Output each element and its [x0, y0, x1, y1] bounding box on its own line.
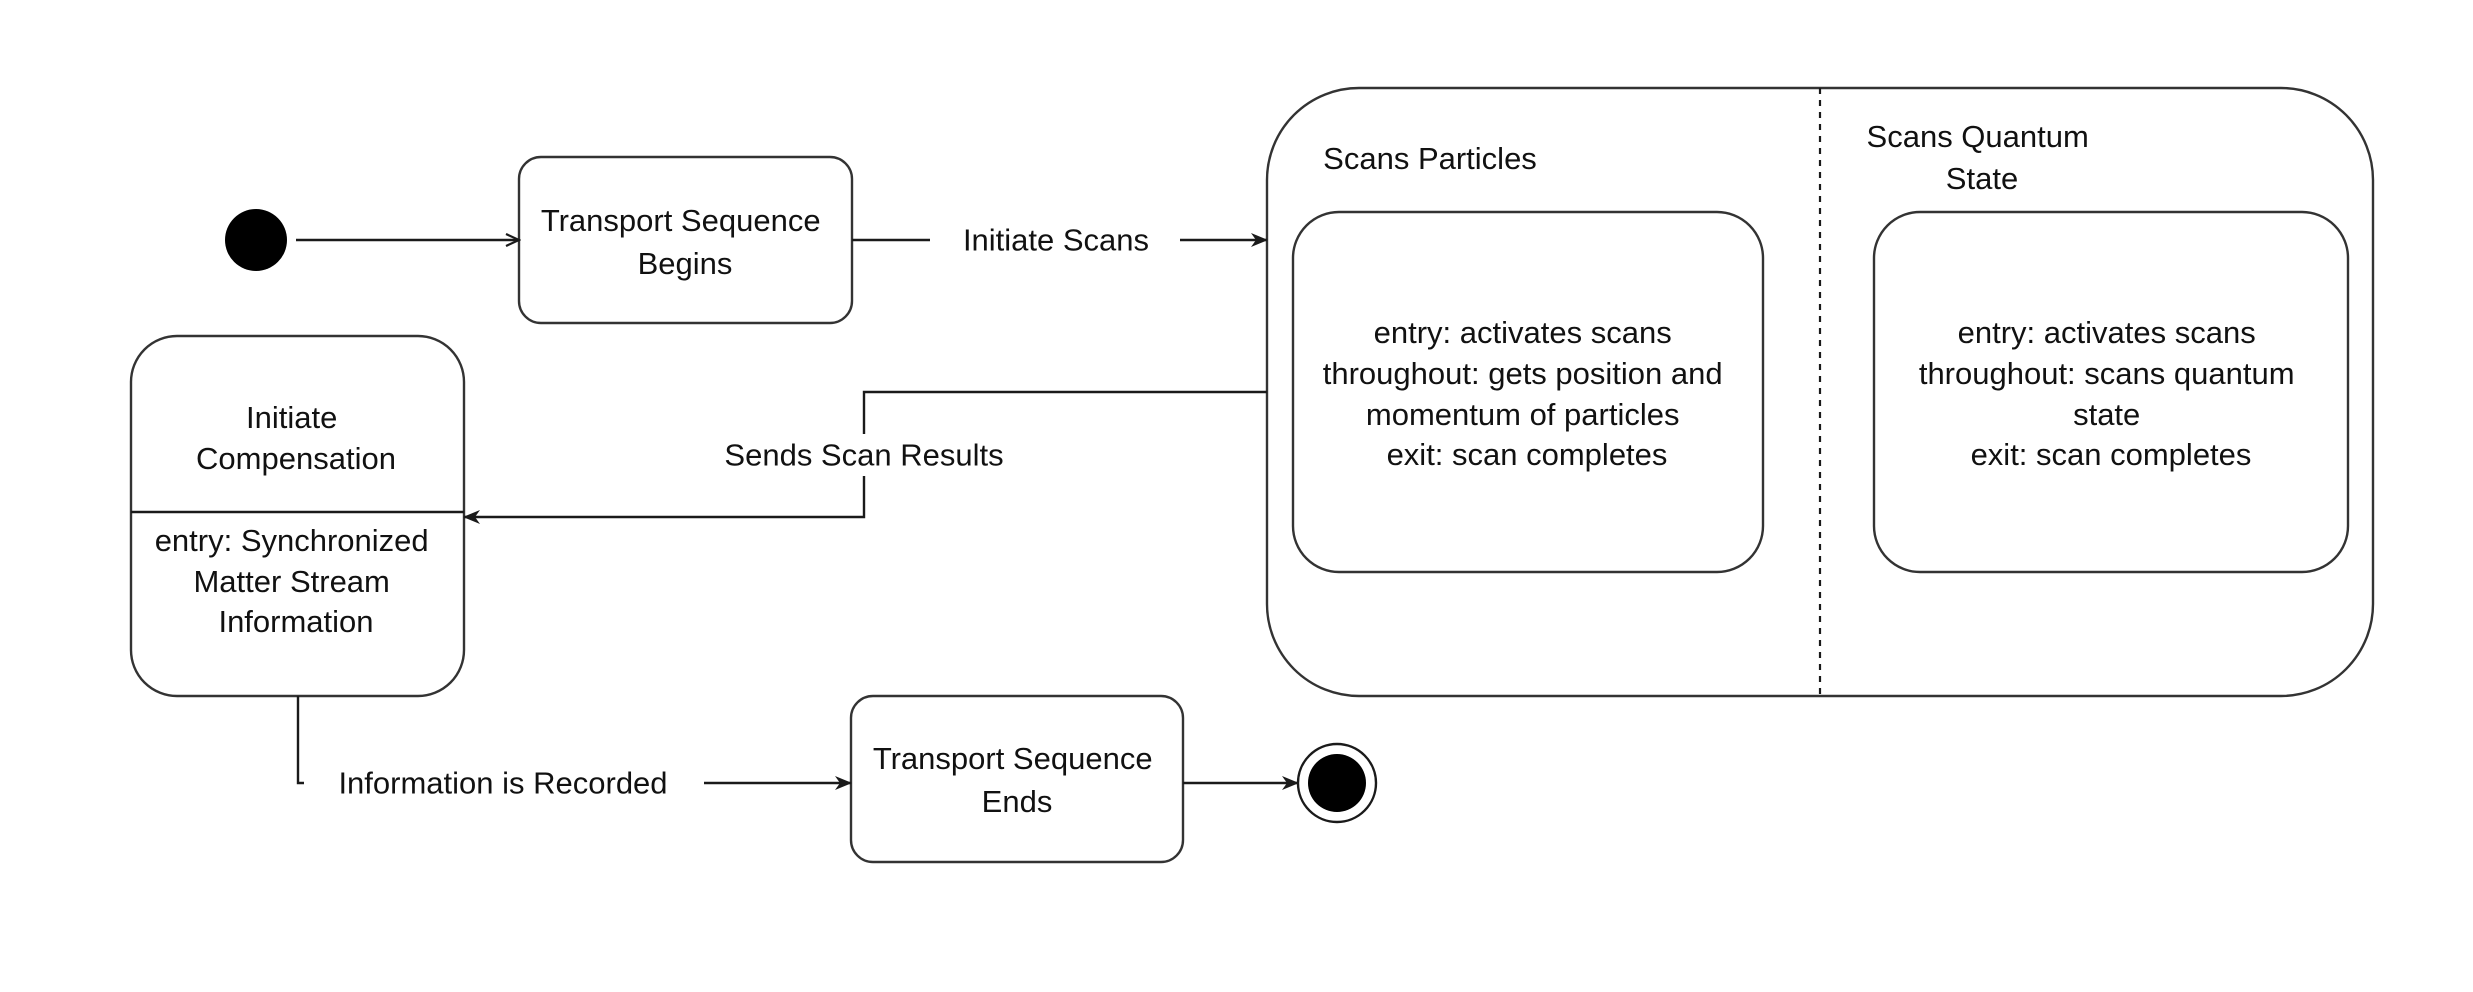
substate-body-scans-particles: entry: activates scans throughout: gets …	[1323, 315, 1731, 472]
final-state-dot	[1308, 754, 1366, 812]
label-bg-information-recorded	[304, 762, 704, 804]
initial-state[interactable]	[225, 209, 287, 271]
transition-label-information-recorded: Information is Recorded	[338, 766, 667, 801]
state-initiate-compensation[interactable]	[129, 334, 466, 698]
label-bg-sends-scan-results	[694, 434, 1034, 476]
state-transport-begins[interactable]	[517, 155, 854, 325]
state-transport-ends[interactable]	[849, 694, 1185, 864]
substate-scans-quantum-state[interactable]	[1872, 210, 2350, 574]
substate-body-scans-quantum-state: entry: activates scans throughout: scans…	[1919, 315, 2303, 472]
transition-label-sends-scan-results: Sends Scan Results	[724, 438, 1003, 473]
state-title-initiate-compensation: Initiate Compensation	[196, 400, 396, 476]
transition-label-initiate-scans: Initiate Scans	[963, 223, 1149, 258]
state-label-transport-ends: Transport Sequence Ends	[873, 741, 1161, 819]
region-title-scans-particles: Scans Particles	[1323, 141, 1537, 176]
label-bg-initiate-scans	[930, 219, 1180, 261]
substate-scans-particles[interactable]	[1291, 210, 1765, 574]
state-label-transport-begins: Transport Sequence Begins	[541, 203, 829, 281]
state-body-initiate-compensation: entry: Synchronized Matter Stream Inform…	[155, 523, 438, 639]
region-title-scans-quantum-state: Scans Quantum State	[1867, 119, 2098, 196]
